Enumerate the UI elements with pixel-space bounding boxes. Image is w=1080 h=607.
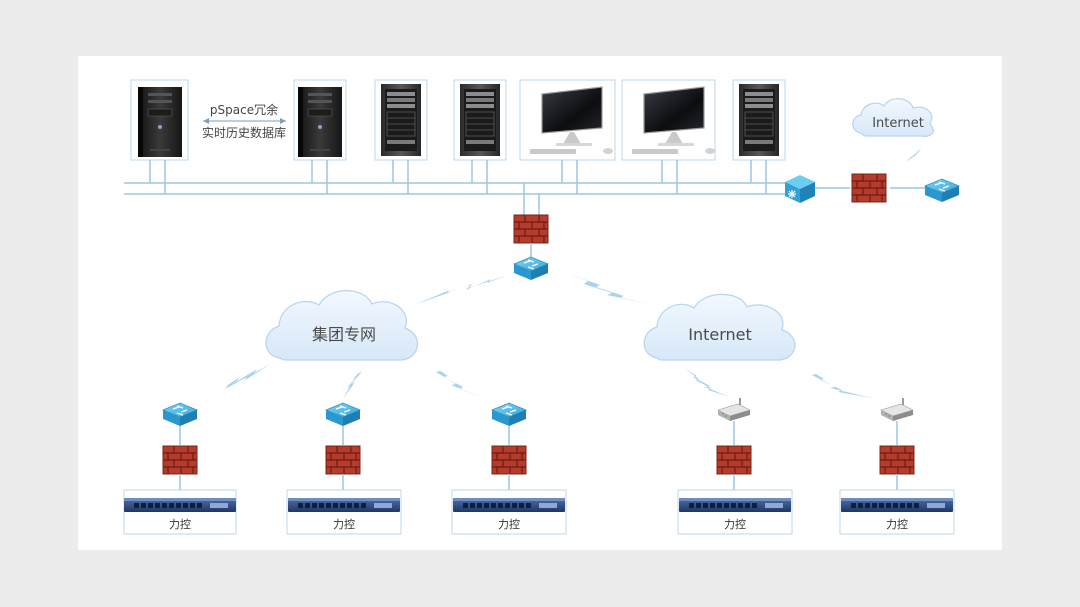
firewall-icon <box>851 173 887 203</box>
firewall-icon <box>491 445 527 475</box>
control-unit-label: 力控 <box>333 517 355 531</box>
branch-4: 力控 <box>677 397 793 535</box>
tower-server-icon <box>137 86 183 158</box>
rack-server-icon <box>459 83 501 157</box>
control-unit-label: 力控 <box>169 517 191 531</box>
branch-3: 力控 <box>451 402 567 535</box>
cloud-icon <box>852 98 934 137</box>
hub-icon <box>841 498 953 512</box>
rack-server-icon <box>380 83 422 157</box>
internet-main-label: Internet <box>688 325 752 344</box>
cloud-icon <box>643 293 796 361</box>
tower-server-icon <box>297 86 343 158</box>
wireless-link-icon <box>684 368 730 397</box>
wireless-link-icon <box>414 275 508 305</box>
redundancy-label-line1: pSpace冗余 <box>210 102 278 117</box>
top-bus <box>124 160 925 215</box>
firewall-icon <box>716 445 752 475</box>
wireless-link-icon <box>906 140 930 162</box>
branch-2: 力控 <box>286 402 402 535</box>
redundancy-label-line2: 实时历史数据库 <box>202 125 286 140</box>
hub-icon <box>679 498 791 512</box>
redundancy-label: pSpace冗余 实时历史数据库 <box>202 102 286 140</box>
firewall-icon <box>879 445 915 475</box>
firewall-icon <box>162 445 198 475</box>
cloud-icon <box>265 290 418 361</box>
hub-icon <box>124 498 236 512</box>
control-unit-label: 力控 <box>498 517 520 531</box>
hub-icon <box>288 498 400 512</box>
control-unit-label: 力控 <box>724 517 746 531</box>
branch-5: 力控 <box>839 397 955 535</box>
wireless-link-icon <box>564 272 655 305</box>
internet-top-label: Internet <box>872 116 924 131</box>
rack-server-icon <box>738 83 780 157</box>
group-network-label: 集团专网 <box>312 325 376 344</box>
top-device-row <box>130 79 786 161</box>
branch-1: 力控 <box>123 402 237 535</box>
wireless-link-icon <box>205 364 270 400</box>
hub-icon <box>453 498 565 512</box>
firewall-icon <box>325 445 361 475</box>
firewall-icon <box>513 214 549 244</box>
wireless-link-icon <box>343 365 366 399</box>
control-unit-label: 力控 <box>886 517 908 531</box>
